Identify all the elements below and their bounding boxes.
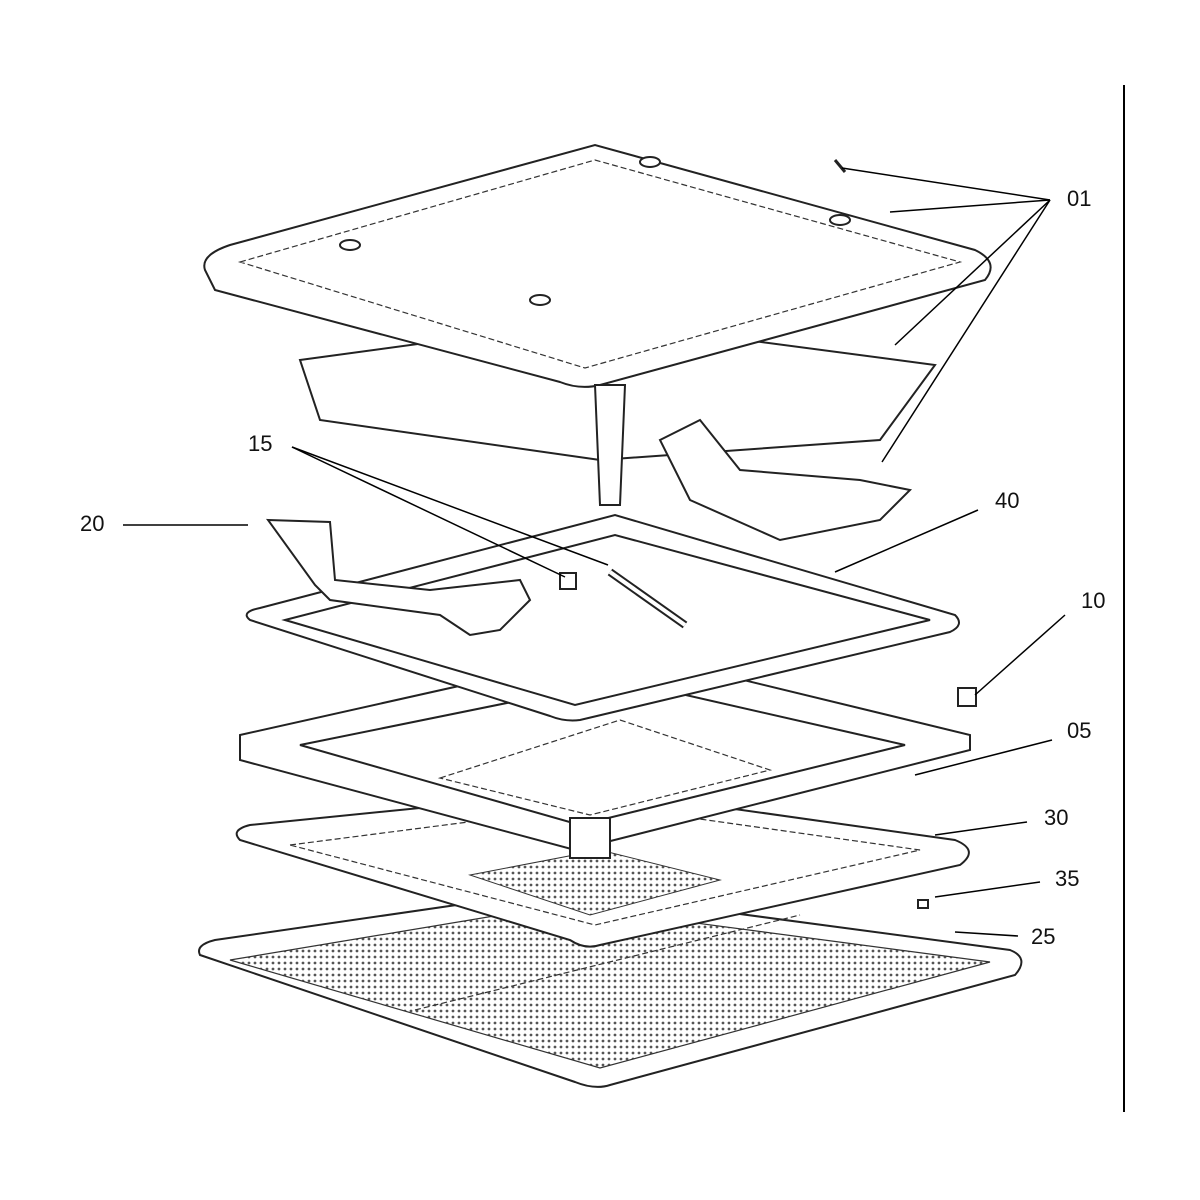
callout-20: 20 — [80, 511, 105, 536]
part-40-seal-frame — [245, 513, 960, 722]
callout-40: 40 — [995, 488, 1020, 513]
callout-05: 05 — [1067, 718, 1092, 743]
callout-10: 10 — [1081, 588, 1106, 613]
callout-25: 25 — [1031, 924, 1056, 949]
callout-01: 01 — [1067, 186, 1092, 211]
part-25-screen — [198, 888, 1023, 1088]
part-35-screw — [917, 899, 929, 909]
part-10-clip — [957, 687, 977, 707]
part-20-arm — [265, 518, 532, 637]
part-01-lid — [203, 143, 992, 542]
callout-15: 15 — [248, 431, 273, 456]
leader-lines — [123, 167, 1066, 937]
callout-30: 30 — [1044, 805, 1069, 830]
callout-35: 35 — [1055, 866, 1080, 891]
part-05-frame — [239, 648, 971, 859]
